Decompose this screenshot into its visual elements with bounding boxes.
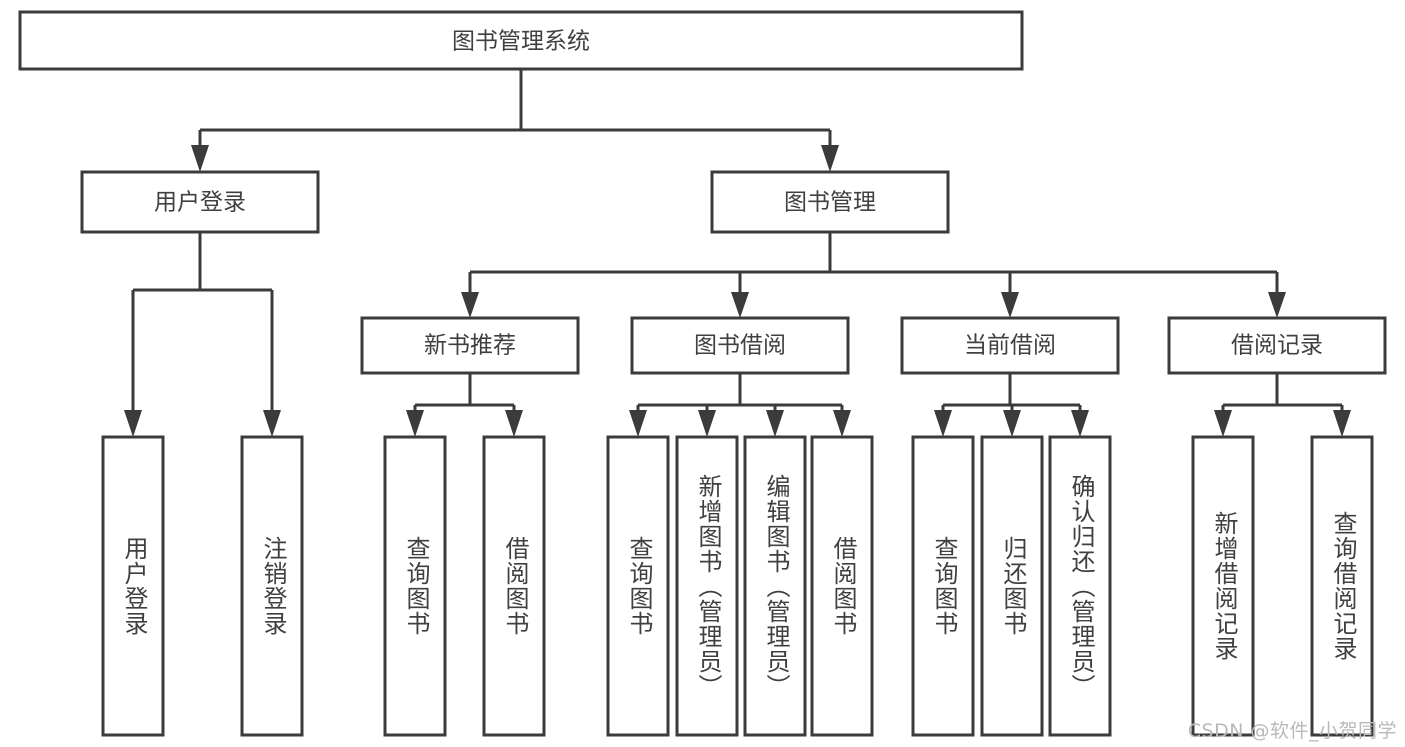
node-book-management[interactable]: 图书管理 (710, 170, 950, 234)
arrow-icon (1071, 410, 1089, 437)
node-box[interactable] (18, 10, 1024, 71)
arrow-icon (629, 410, 647, 437)
leaf-box-add-borrow-record[interactable] (1191, 435, 1255, 737)
connector-bookmgmt-to-level2 (461, 232, 1286, 318)
connector-bookborrow-to-leaves (629, 373, 851, 437)
arrow-icon (731, 292, 749, 318)
leaf-box-query-book-cb[interactable] (911, 435, 975, 737)
arrow-icon (833, 410, 851, 437)
leaf-box-user-login[interactable] (101, 435, 165, 737)
leaf-box-confirm-return[interactable] (1048, 435, 1112, 737)
watermark: CSDN @软件_小贺同学 (1187, 720, 1397, 742)
arrow-icon (505, 410, 523, 437)
arrow-icon (1268, 292, 1286, 318)
arrow-icon (1001, 292, 1019, 318)
node-box[interactable] (710, 170, 950, 234)
node-label: 借阅记录 (1231, 333, 1323, 359)
leaf-box-query-borrow-record[interactable] (1310, 435, 1374, 737)
node-label: 用户登录 (154, 190, 246, 216)
arrow-icon (1214, 410, 1232, 437)
leaf-box-borrow-book-bb[interactable] (810, 435, 874, 737)
arrow-icon (821, 145, 839, 172)
arrow-icon (1003, 410, 1021, 437)
arrow-icon (124, 410, 142, 437)
connector-borrowrecord-to-leaves (1214, 373, 1351, 437)
leaf-box-add-book[interactable] (675, 435, 739, 737)
arrow-icon (1333, 410, 1351, 437)
node-box[interactable] (80, 170, 320, 234)
node-label: 图书管理 (784, 190, 876, 216)
node-box[interactable] (1167, 316, 1387, 375)
node-user-login[interactable]: 用户登录 (80, 170, 320, 234)
node-box[interactable] (900, 316, 1120, 375)
node-borrow-record[interactable]: 借阅记录 (1167, 316, 1387, 375)
node-current-borrow[interactable]: 当前借阅 (900, 316, 1120, 375)
arrow-icon (263, 410, 281, 437)
leaf-box-borrow-book-nb[interactable] (482, 435, 546, 737)
node-label: 图书管理系统 (452, 29, 590, 55)
connector-currentborrow-to-leaves (934, 373, 1089, 437)
arrow-icon (191, 145, 209, 172)
arrow-icon (406, 410, 424, 437)
node-box[interactable] (360, 316, 580, 375)
arrow-icon (766, 410, 784, 437)
node-label: 当前借阅 (964, 333, 1056, 359)
connector-newbook-to-leaves (406, 373, 523, 437)
arrow-icon (698, 410, 716, 437)
arrow-icon (461, 292, 479, 318)
node-label: 新书推荐 (424, 333, 516, 359)
leaf-box-query-book-nb[interactable] (383, 435, 447, 737)
node-book-borrow[interactable]: 图书借阅 (630, 316, 850, 375)
connector-userlogin-to-leaves (124, 232, 281, 437)
connector-root-to-level1 (191, 69, 839, 172)
node-label: 图书借阅 (694, 333, 786, 359)
arrow-icon (934, 410, 952, 437)
leaf-box-logout[interactable] (240, 435, 304, 737)
node-new-book-recommend[interactable]: 新书推荐 (360, 316, 580, 375)
node-box[interactable] (630, 316, 850, 375)
node-root[interactable]: 图书管理系统 (18, 10, 1024, 71)
leaf-box-return-book[interactable] (980, 435, 1044, 737)
leaf-box-edit-book[interactable] (743, 435, 807, 737)
leaf-box-query-book-bb[interactable] (606, 435, 670, 737)
